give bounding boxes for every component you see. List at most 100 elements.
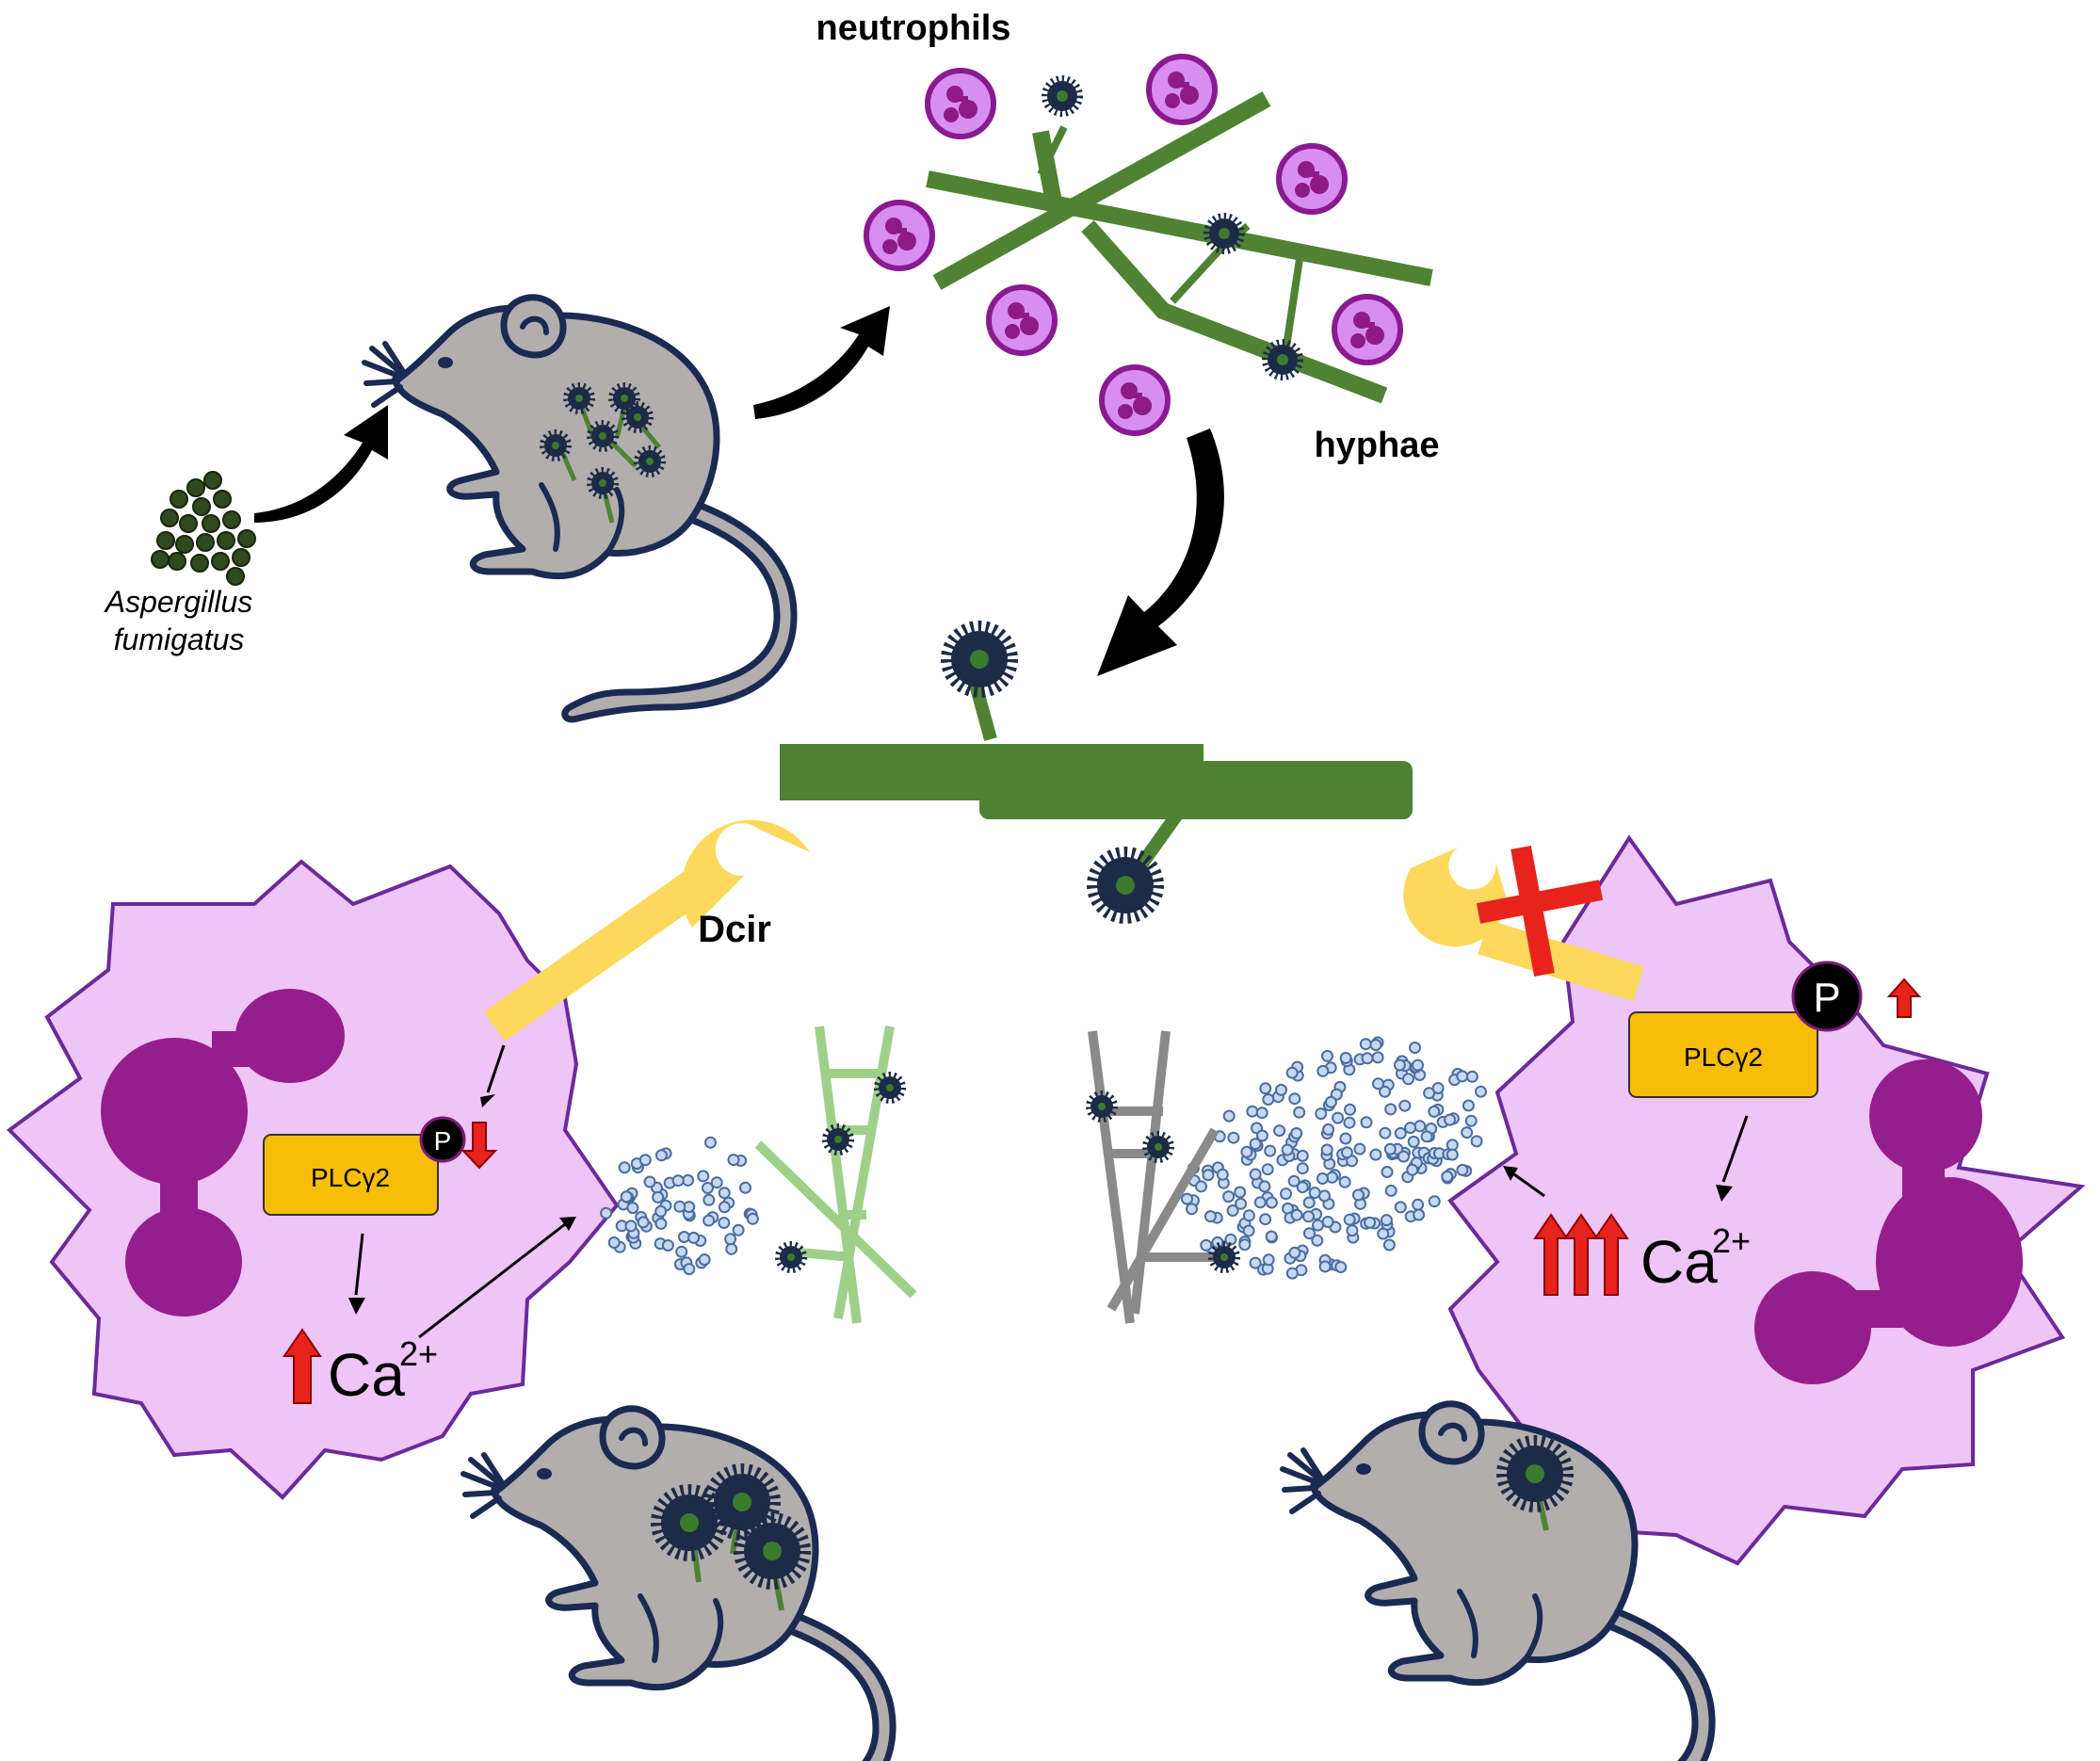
- granule-dot: [1364, 1216, 1377, 1229]
- phospho-badge-right: P: [1791, 961, 1863, 1032]
- granule-dot: [1382, 1238, 1396, 1252]
- granule-dot: [671, 1174, 685, 1187]
- arrow-plc-to-calcium: [354, 1233, 364, 1296]
- granule-dot: [643, 1175, 656, 1188]
- granule-dot: [1380, 1214, 1393, 1227]
- arrow-plc-to-calcium-right: [1721, 1115, 1749, 1183]
- granule-dot: [1402, 1073, 1414, 1086]
- granule-dot: [624, 1220, 638, 1233]
- granule-dot: [1290, 1127, 1303, 1139]
- granule-dot: [682, 1173, 695, 1187]
- granule-dot: [620, 1190, 633, 1204]
- granule-dot: [661, 1239, 674, 1252]
- granule-dot: [1369, 1148, 1382, 1161]
- granule-dot: [1240, 1145, 1253, 1158]
- granule-dot: [1280, 1187, 1292, 1201]
- granule-dot: [654, 1217, 668, 1230]
- granule-dot: [1273, 1124, 1286, 1138]
- granule-dot: [1311, 1234, 1324, 1247]
- granule-dot: [1446, 1148, 1459, 1161]
- granule-dot: [1359, 1038, 1372, 1051]
- granule-dot: [1343, 1213, 1356, 1226]
- red-down-arrow-icon: [460, 1122, 498, 1170]
- granule-dot: [1334, 1261, 1348, 1273]
- granule-dot: [1397, 1150, 1410, 1163]
- granule-dot: [1195, 1180, 1207, 1193]
- granule-dot: [1360, 1116, 1373, 1129]
- granule-dot: [1281, 1143, 1294, 1156]
- granule-dot: [1462, 1099, 1475, 1112]
- granule-dot: [1321, 1049, 1333, 1062]
- dcir-receptor-left: [484, 819, 810, 1042]
- granule-dot: [1377, 1227, 1390, 1240]
- granule-dot: [600, 1206, 613, 1220]
- granule-dot: [1259, 1082, 1272, 1095]
- granule-dot: [1371, 1051, 1384, 1064]
- granule-dot: [1259, 1213, 1272, 1226]
- granule-dot: [1262, 1093, 1275, 1106]
- granule-dot: [654, 1149, 668, 1162]
- granule-dot: [1258, 1180, 1271, 1193]
- granule-dot: [1288, 1246, 1301, 1259]
- spores-icon: [151, 471, 256, 586]
- hyphae-label: hyphae: [1314, 426, 1439, 465]
- nucleus-left: [101, 989, 345, 1317]
- neutrophils-label: neutrophils: [816, 8, 1011, 48]
- granule-dot: [1383, 1142, 1397, 1155]
- granule-dot: [1227, 1131, 1240, 1144]
- granule-dot: [675, 1245, 688, 1258]
- granule-dot: [1249, 1168, 1262, 1181]
- granule-dot: [1285, 1267, 1299, 1280]
- curved-arrow-icon: [254, 405, 388, 523]
- granule-dot: [1262, 1253, 1275, 1267]
- granule-dot: [652, 1190, 665, 1204]
- plcg2-box-left: PLCγ2: [263, 1134, 439, 1216]
- granule-dot: [1296, 1162, 1309, 1175]
- arrow-receptor-to-plc: [486, 1044, 506, 1093]
- granule-dot: [1344, 1103, 1356, 1116]
- granule-dot: [1296, 1181, 1309, 1194]
- granule-dot: [1320, 1143, 1333, 1156]
- granule-dot: [1242, 1224, 1255, 1237]
- granule-dot: [687, 1231, 701, 1244]
- granule-dot: [607, 1236, 621, 1249]
- granule-dot: [1238, 1238, 1252, 1252]
- granule-dot: [1302, 1210, 1315, 1223]
- granule-dot: [1324, 1095, 1337, 1108]
- granule-dot: [1379, 1126, 1392, 1139]
- granule-dot: [724, 1233, 737, 1246]
- granule-dot: [1412, 1058, 1424, 1072]
- granule-dot: [1413, 1120, 1427, 1133]
- granule-dot: [1203, 1210, 1217, 1223]
- granule-dot: [703, 1214, 716, 1227]
- granule-dot: [1441, 1170, 1454, 1183]
- granule-dot: [1275, 1083, 1287, 1096]
- granule-dot: [618, 1161, 631, 1174]
- granule-dot: [746, 1212, 759, 1225]
- granule-dot: [1353, 1142, 1366, 1155]
- granule-dot: [1428, 1105, 1441, 1118]
- nucleus-right: [1754, 1059, 2023, 1384]
- granule-dot: [1423, 1087, 1436, 1100]
- plcg2-label-left: PLCγ2: [311, 1163, 390, 1192]
- granule-dot: [1465, 1070, 1478, 1083]
- granule-dot: [1287, 1174, 1300, 1187]
- granule-dot: [1318, 1189, 1331, 1203]
- granule-dot: [1265, 1196, 1278, 1209]
- granule-dot: [1384, 1184, 1397, 1197]
- granule-dot: [1470, 1135, 1483, 1148]
- granule-dot: [1412, 1198, 1425, 1211]
- granule-dot: [1265, 1230, 1278, 1243]
- mouse-infected-top: [364, 298, 794, 719]
- granule-dot: [704, 1136, 717, 1149]
- granule-dot: [1255, 1107, 1268, 1120]
- granule-dot: [727, 1154, 740, 1167]
- hyphae-damaged-light: [754, 1026, 917, 1324]
- granule-dot: [1222, 1190, 1236, 1204]
- granule-dot: [1235, 1197, 1248, 1210]
- granule-dot: [697, 1170, 710, 1183]
- granule-dot: [1322, 1123, 1335, 1136]
- granule-dot: [683, 1263, 696, 1276]
- granule-dot: [732, 1223, 745, 1236]
- curved-arrow-icon: [753, 306, 890, 419]
